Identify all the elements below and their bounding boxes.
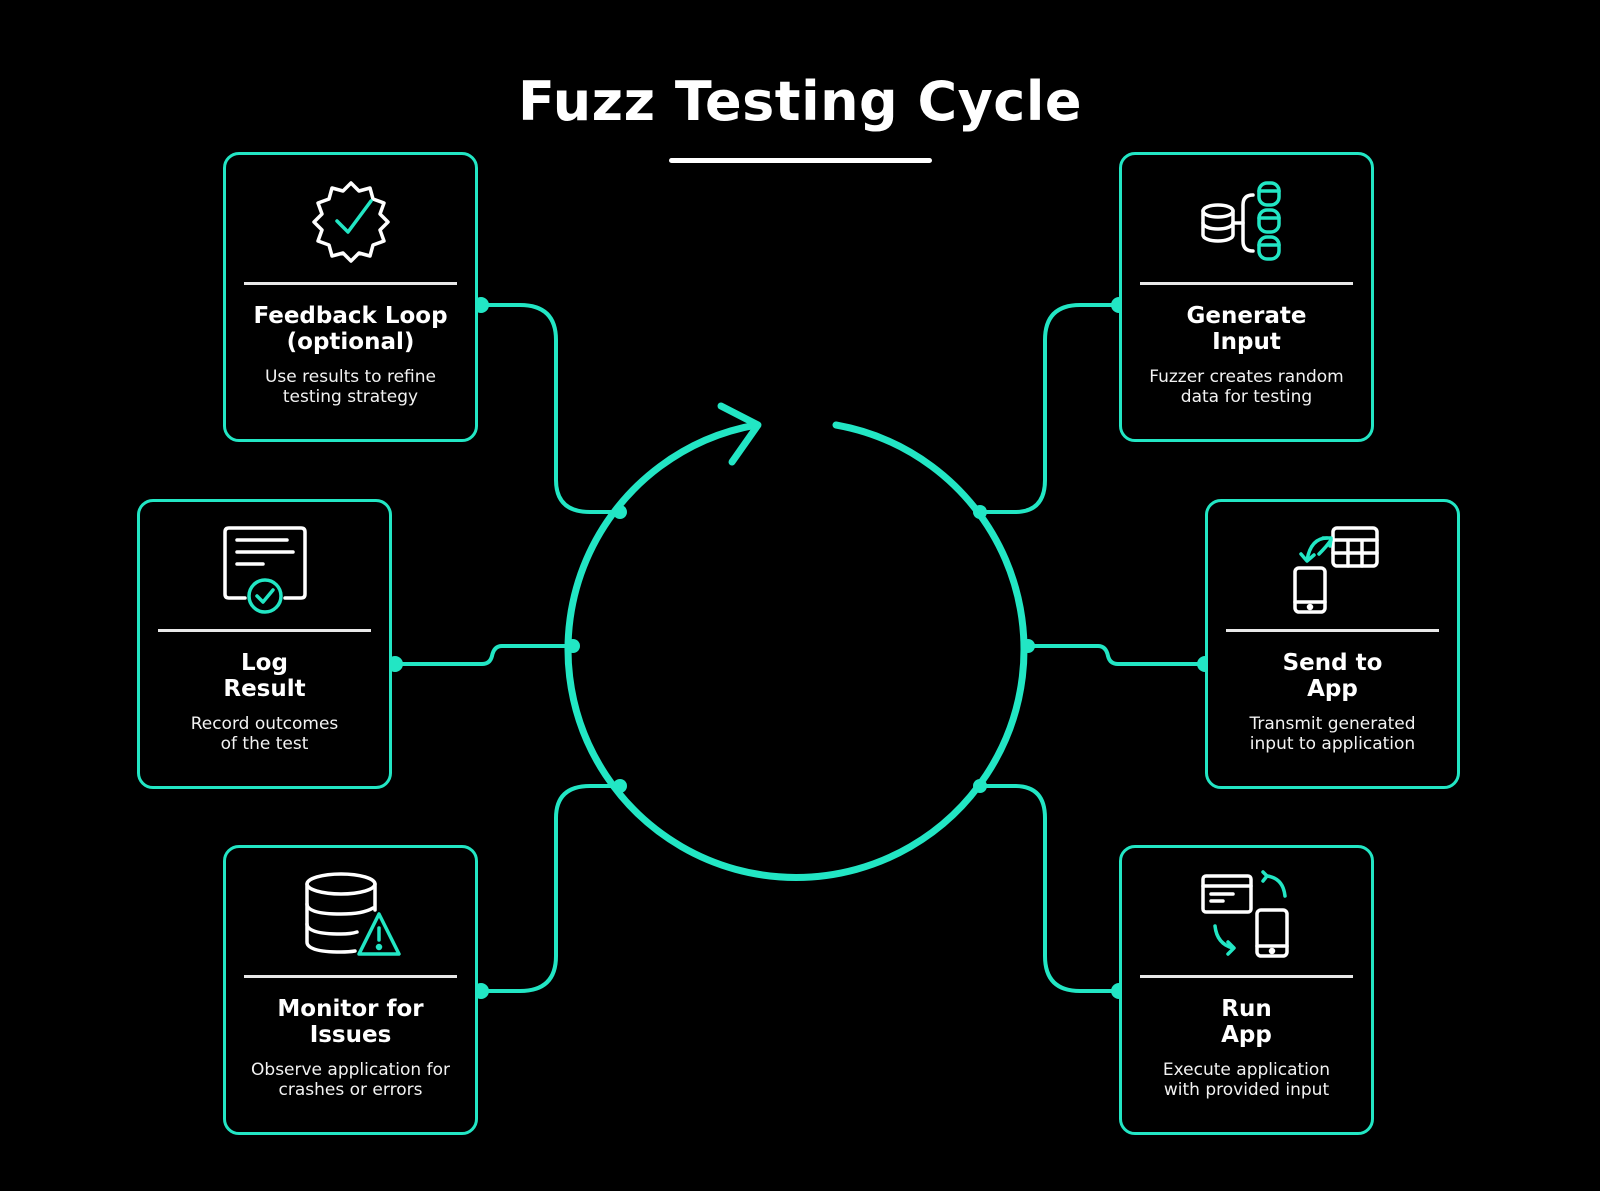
connector-send xyxy=(1026,644,1207,666)
step-heading: Run App xyxy=(1221,996,1272,1048)
step-card-send-to-app: Send to App Transmit generated input to … xyxy=(1205,499,1460,789)
database-warning-icon xyxy=(304,872,401,956)
card-divider xyxy=(1226,629,1439,632)
node-dot xyxy=(973,779,987,793)
card-divider xyxy=(1140,975,1353,978)
node-dot xyxy=(613,779,627,793)
node-dot xyxy=(973,505,987,519)
connector-log xyxy=(393,644,575,666)
page-title: Fuzz Testing Cycle xyxy=(518,70,1082,133)
step-description: Observe application for crashes or error… xyxy=(251,1060,450,1100)
step-description: Record outcomes of the test xyxy=(190,714,339,754)
step-description: Use results to refine testing strategy xyxy=(264,367,436,407)
step-card-feedback-loop: Feedback Loop (optional) Use results to … xyxy=(223,152,478,442)
step-description: Execute application with provided input xyxy=(1162,1060,1331,1100)
step-description: Transmit generated input to application xyxy=(1249,714,1416,754)
step-card-run-app: Run App Execute application with provide… xyxy=(1119,845,1374,1135)
card-divider xyxy=(244,975,457,978)
certificate-check-icon xyxy=(222,526,307,614)
badge-check-icon xyxy=(311,181,390,263)
device-sync-icon xyxy=(1200,870,1289,958)
cycle-arrowhead xyxy=(717,402,762,466)
node-dot xyxy=(566,639,580,653)
cycle-arc xyxy=(564,421,1028,881)
phone-transfer-icon xyxy=(1292,526,1379,614)
connector-generate xyxy=(978,303,1121,514)
node-dot xyxy=(613,505,627,519)
node-dot xyxy=(1021,639,1035,653)
card-divider xyxy=(158,629,371,632)
step-description: Fuzzer creates random data for testing xyxy=(1149,367,1344,407)
step-card-monitor-for-issues: Monitor for Issues Observe application f… xyxy=(223,845,478,1135)
connector-monitor xyxy=(479,784,622,993)
step-card-generate-input: Generate Input Fuzzer creates random dat… xyxy=(1119,152,1374,442)
step-heading: Log Result xyxy=(223,650,306,702)
card-divider xyxy=(244,282,457,285)
step-heading: Generate Input xyxy=(1186,303,1307,355)
connector-run xyxy=(978,784,1121,993)
database-split-icon xyxy=(1200,181,1281,261)
card-divider xyxy=(1140,282,1353,285)
step-heading: Feedback Loop (optional) xyxy=(253,303,448,355)
step-heading: Monitor for Issues xyxy=(277,996,424,1048)
step-card-log-result: Log Result Record outcomes of the test xyxy=(137,499,392,789)
step-heading: Send to App xyxy=(1282,650,1383,702)
connector-feedback xyxy=(479,303,622,514)
title-underline xyxy=(669,158,932,163)
